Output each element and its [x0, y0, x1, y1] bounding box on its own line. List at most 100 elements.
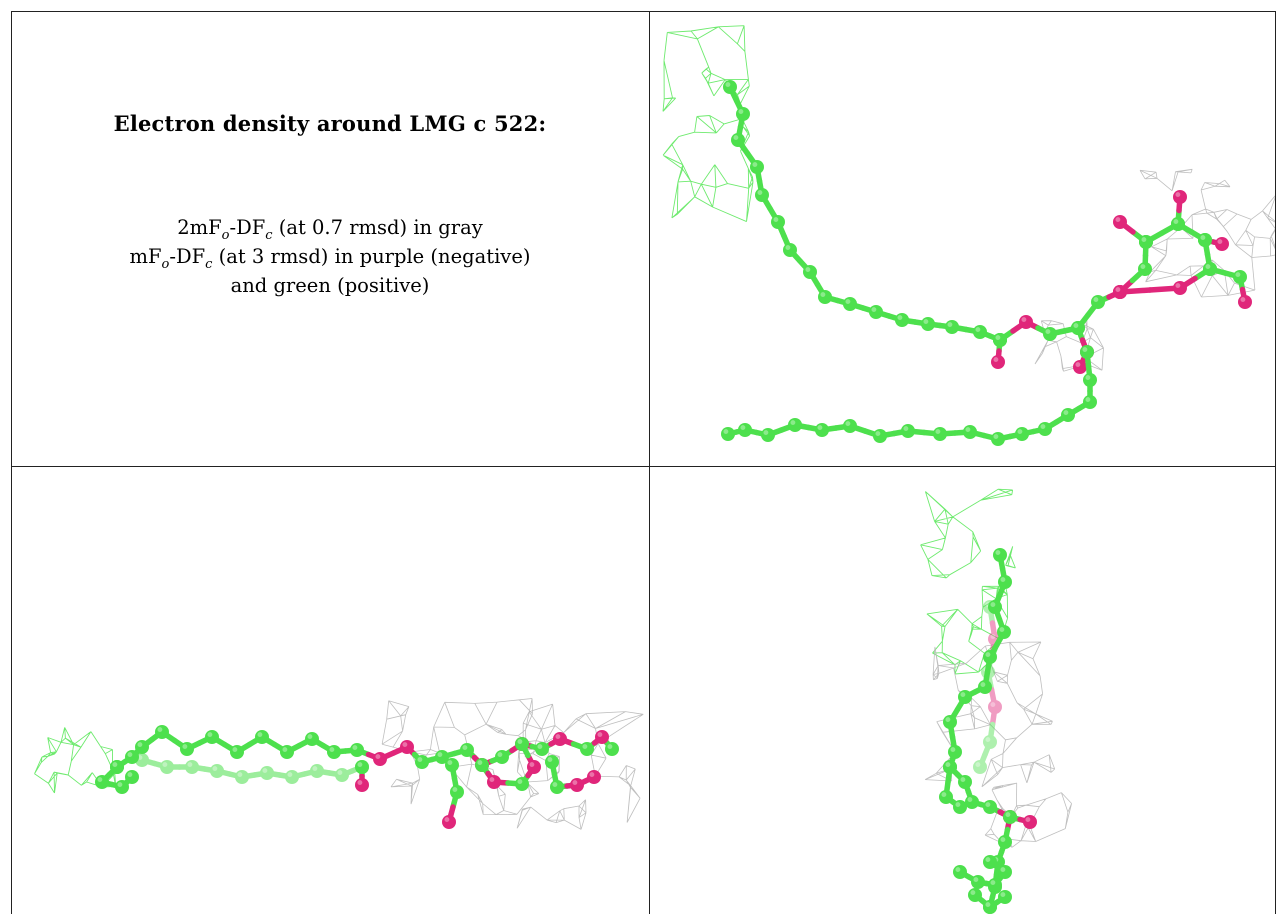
atom-highlight	[871, 307, 877, 312]
legend-text: -DF	[169, 245, 206, 268]
carbon-atom	[998, 575, 1012, 589]
atom-highlight	[820, 292, 826, 297]
atom-highlight	[1205, 264, 1211, 269]
carbon-atom	[210, 764, 224, 778]
atom-highlight	[572, 780, 578, 785]
atom-highlight	[975, 327, 981, 332]
atom-highlight	[773, 217, 779, 222]
molecule-view-bottom-right	[920, 488, 1072, 914]
carbon-atom	[445, 758, 459, 772]
legend-subscript: c	[265, 227, 273, 243]
carbon-atom	[435, 750, 449, 764]
oxygen-atom	[527, 760, 541, 774]
molecule-view-top-right	[662, 25, 1275, 446]
carbon-atom	[958, 775, 972, 789]
atom-highlight	[923, 319, 929, 324]
ligand-chain	[723, 80, 1007, 347]
oxygen-atom	[1238, 295, 1252, 309]
carbon-atom	[998, 890, 1012, 904]
atom-highlight	[127, 772, 133, 777]
atom-highlight	[817, 425, 823, 430]
legend-line-colors: and green (positive)	[230, 274, 430, 297]
carbon-atom	[1071, 321, 1085, 335]
border-left	[11, 11, 12, 914]
atom-highlight	[337, 770, 343, 775]
ligand-chain	[943, 548, 1017, 914]
carbon-atom	[515, 777, 529, 791]
carbon-atom	[978, 680, 992, 694]
atom-highlight	[1141, 237, 1147, 242]
carbon-atom	[723, 80, 737, 94]
carbon-atom	[415, 755, 429, 769]
atom-highlight	[1045, 329, 1051, 334]
atom-highlight	[805, 267, 811, 272]
oxygen-atom	[1173, 281, 1187, 295]
ligand-chain	[442, 758, 464, 829]
carbon-atom	[993, 333, 1007, 347]
ligand-chain	[95, 760, 139, 794]
atom-highlight	[477, 760, 483, 765]
carbon-atom	[803, 265, 817, 279]
atom-highlight	[232, 747, 238, 752]
ligand-chain	[1113, 215, 1153, 249]
carbon-atom	[310, 764, 324, 778]
carbon-atom	[983, 900, 997, 914]
carbon-atom	[185, 760, 199, 774]
atom-highlight	[980, 682, 986, 687]
atom-highlight	[489, 777, 495, 782]
ligand-chain	[721, 345, 1097, 446]
atom-highlight	[257, 732, 263, 737]
carbon-atom	[205, 730, 219, 744]
carbon-atom	[115, 780, 129, 794]
atom-highlight	[785, 245, 791, 250]
atom-highlight	[537, 744, 543, 749]
atom-highlight	[1175, 283, 1181, 288]
atom-highlight	[973, 877, 979, 882]
oxygen-atom	[1173, 190, 1187, 204]
oxygen-atom	[400, 740, 414, 754]
atom-highlight	[1235, 272, 1241, 277]
atom-highlight	[1005, 812, 1011, 817]
carbon-atom	[750, 160, 764, 174]
carbon-atom	[1091, 295, 1105, 309]
carbon-atom	[135, 740, 149, 754]
carbon-atom	[95, 775, 109, 789]
carbon-atom	[495, 750, 509, 764]
atom-highlight	[790, 420, 796, 425]
carbon-atom	[998, 835, 1012, 849]
atom-highlight	[955, 867, 961, 872]
atom-highlight	[582, 744, 588, 749]
atom-highlight	[975, 762, 981, 767]
carbon-atom	[1043, 327, 1057, 341]
carbon-atom	[943, 760, 957, 774]
atom-highlight	[187, 762, 193, 767]
oxygen-atom	[355, 778, 369, 792]
ligand-chain	[968, 888, 1012, 914]
atom-highlight	[497, 752, 503, 757]
atom-highlight	[447, 760, 453, 765]
atom-highlight	[993, 357, 999, 362]
density-mesh	[662, 25, 754, 223]
carbon-atom	[755, 188, 769, 202]
atom-highlight	[1115, 217, 1121, 222]
ligand-chain	[1171, 190, 1187, 231]
atom-highlight	[965, 427, 971, 432]
atom-highlight	[945, 717, 951, 722]
carbon-atom	[235, 770, 249, 784]
carbon-atom	[895, 313, 909, 327]
legend-subscript: o	[221, 227, 230, 243]
atom-highlight	[723, 429, 729, 434]
atom-highlight	[162, 762, 168, 767]
carbon-atom	[1080, 345, 1094, 359]
carbon-atom	[350, 743, 364, 757]
atom-highlight	[985, 737, 991, 742]
atom-highlight	[529, 762, 535, 767]
atom-highlight	[307, 734, 313, 739]
atom-highlight	[738, 109, 744, 115]
atom-highlight	[1063, 410, 1069, 415]
atom-highlight	[960, 692, 966, 697]
carbon-atom	[983, 650, 997, 664]
carbon-atom	[983, 800, 997, 814]
atom-highlight	[287, 772, 293, 777]
figure-title: Electron density around LMG c 522:	[113, 111, 547, 136]
